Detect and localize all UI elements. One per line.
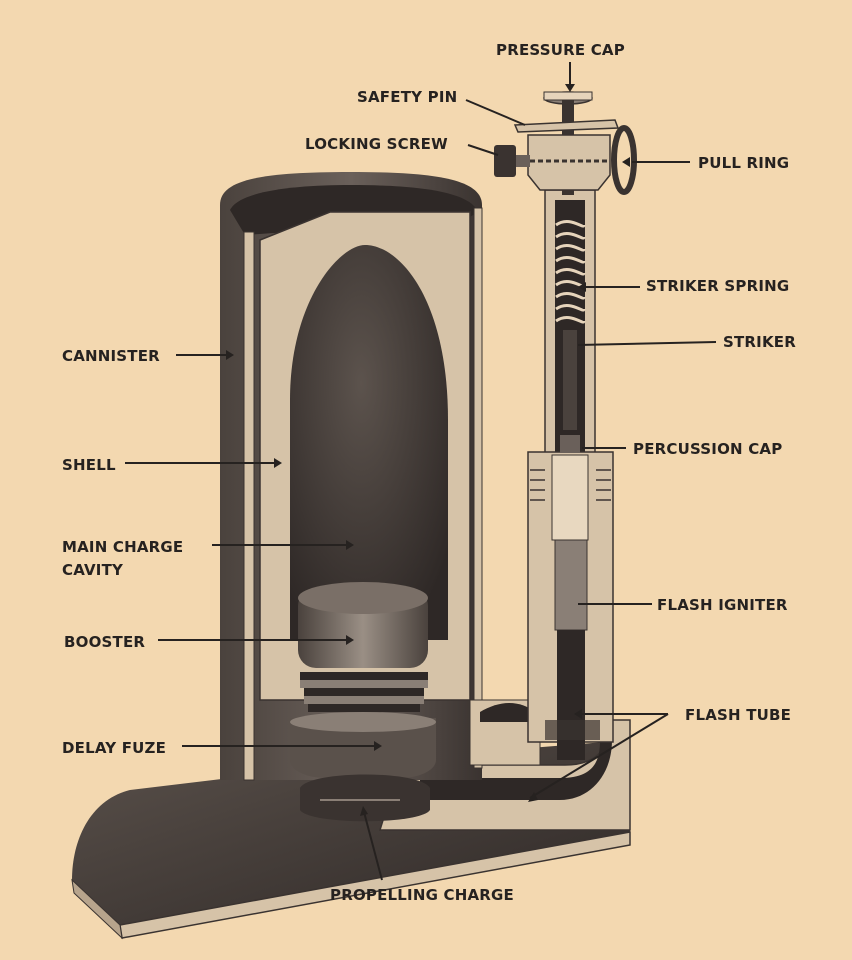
- label-flash-tube: FLASH TUBE: [685, 706, 792, 724]
- label-safety-pin: SAFETY PIN: [357, 88, 458, 106]
- label-main-charge-line1: MAIN CHARGE: [62, 538, 184, 556]
- head-assembly: [494, 91, 637, 195]
- leader-propelling-charge: [363, 811, 383, 881]
- propelling-charge-body: [300, 774, 430, 822]
- firing-mechanism: [527, 189, 614, 760]
- flash-tube-passage: [378, 719, 631, 831]
- leader-locking-screw: [467, 144, 499, 156]
- leader-safety-pin: [465, 99, 526, 126]
- label-main-charge-cavity: MAIN CHARGE CAVITY: [62, 536, 183, 582]
- label-pressure-cap: PRESSURE CAP: [496, 41, 625, 59]
- label-shell: SHELL: [62, 456, 116, 474]
- label-flash-igniter: FLASH IGNITER: [657, 596, 788, 614]
- label-propelling-charge: PROPELLING CHARGE: [330, 886, 515, 904]
- leader-flash-tube-2: [529, 713, 669, 799]
- leader-striker: [577, 341, 717, 346]
- label-locking-screw: LOCKING SCREW: [305, 135, 448, 153]
- label-delay-fuze: DELAY FUZE: [62, 739, 167, 757]
- label-pull-ring: PULL RING: [698, 154, 790, 172]
- shell-body: [259, 211, 541, 766]
- delay-fuze-body: [290, 712, 436, 778]
- label-striker: STRIKER: [723, 333, 796, 351]
- label-percussion-cap: PERCUSSION CAP: [633, 440, 783, 458]
- label-striker-spring: STRIKER SPRING: [646, 277, 790, 295]
- leader-arrowheads: [226, 84, 630, 816]
- label-booster: BOOSTER: [64, 633, 146, 651]
- leader-lines: [125, 62, 717, 881]
- booster-body: [298, 582, 428, 712]
- label-cannister: CANNISTER: [62, 347, 160, 365]
- label-main-charge-line2: CAVITY: [62, 561, 124, 579]
